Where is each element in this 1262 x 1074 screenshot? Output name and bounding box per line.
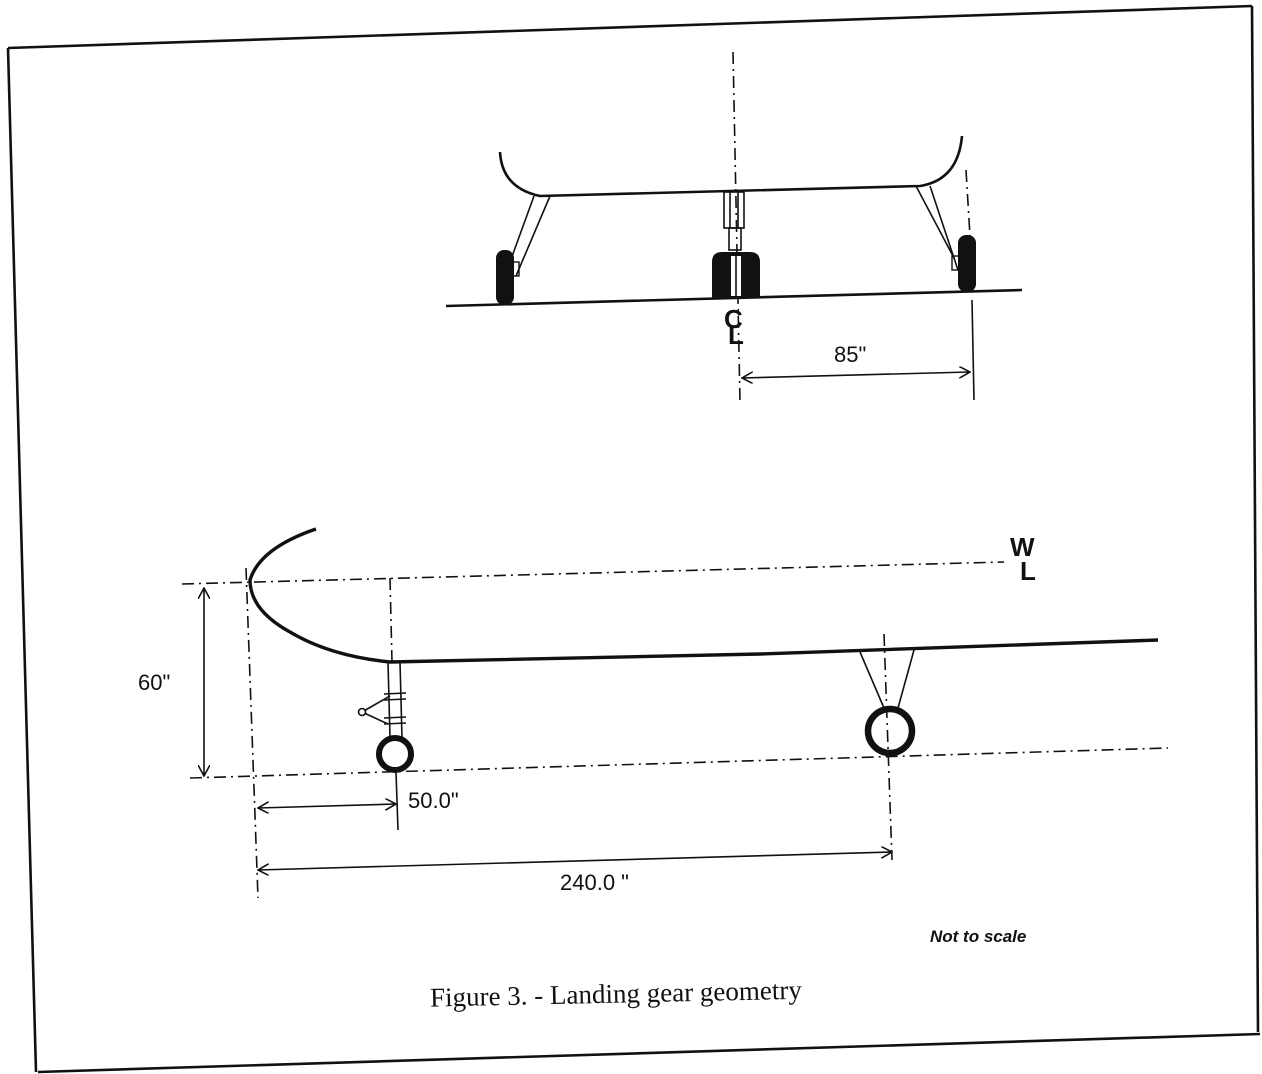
side-nose-gear [357, 577, 414, 773]
main-gear-dimension: 240.0 " [258, 852, 892, 895]
waterline-symbol: W L [1010, 532, 1036, 586]
front-view: C L 85" [445, 51, 1023, 403]
track-dimension: 85" [742, 299, 975, 401]
figure-caption: Figure 3. - Landing gear geometry [430, 975, 803, 1013]
svg-text:C: C [724, 304, 743, 334]
side-main-wheel [864, 705, 916, 757]
svg-text:L: L [1020, 556, 1036, 586]
track-dimension-label: 85" [834, 342, 866, 367]
side-fuselage-outline [248, 527, 1159, 664]
side-nose-wheel [376, 735, 414, 773]
nose-datum-line [245, 567, 259, 899]
nose-gear-dimension: 50.0" [258, 771, 459, 831]
side-ground-line [189, 747, 1169, 779]
svg-text:L: L [728, 320, 744, 350]
front-fuselage-outline [498, 135, 964, 198]
left-main-wheel [496, 250, 514, 305]
right-main-gear [915, 169, 976, 292]
figure-frame [6, 4, 1261, 1074]
scale-note: Not to scale [930, 927, 1026, 946]
front-centerline [732, 51, 741, 403]
side-view: W L [138, 527, 1169, 899]
svg-text:W: W [1010, 532, 1035, 562]
main-gear-dimension-label: 240.0 " [560, 870, 629, 895]
height-dimension-label: 60" [138, 670, 170, 695]
nose-gear-dimension-label: 50.0" [408, 788, 459, 813]
side-main-gear [859, 633, 916, 861]
right-main-wheel [958, 235, 976, 292]
height-dimension: 60" [138, 588, 204, 776]
left-main-gear [496, 195, 551, 305]
front-nose-gear [712, 191, 760, 298]
centerline-symbol: C L [724, 304, 744, 350]
waterline [181, 561, 1005, 585]
